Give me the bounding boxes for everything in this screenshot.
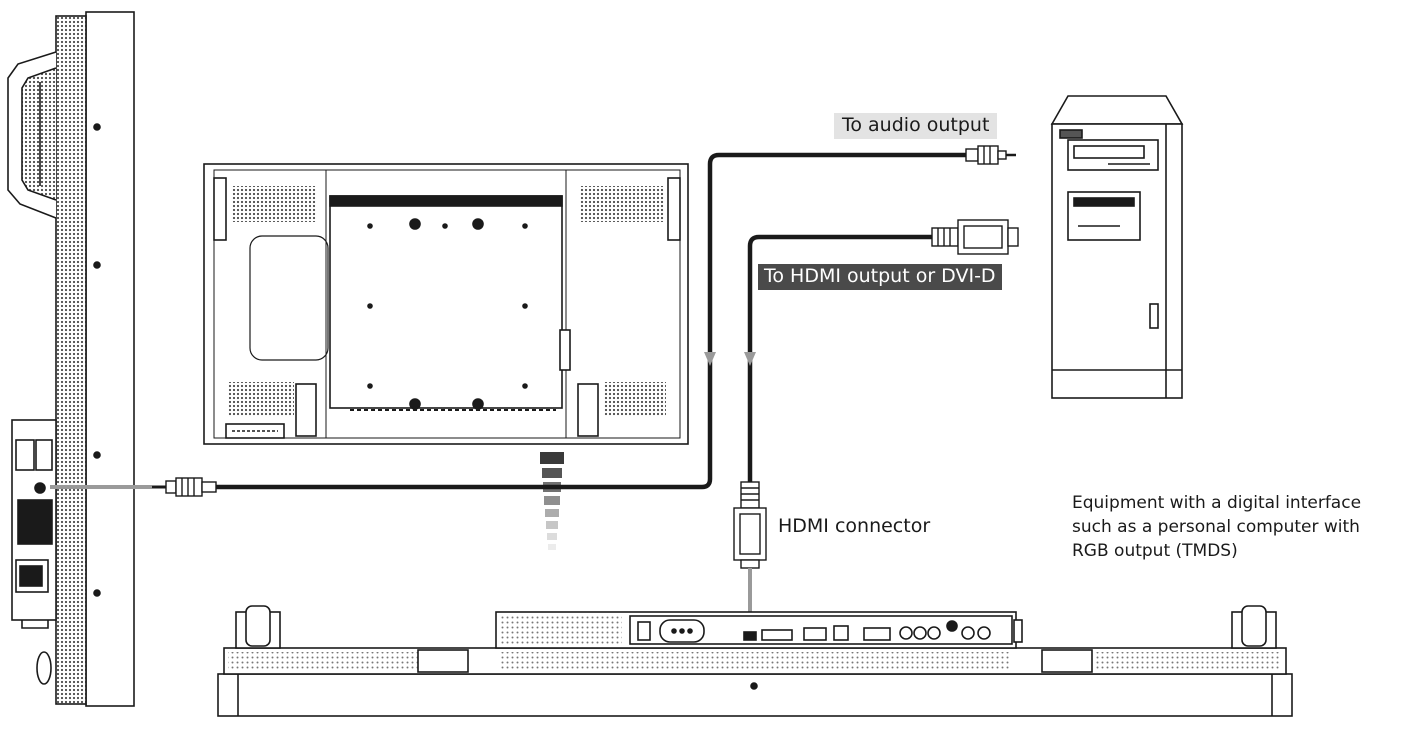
equipment-description-line: Equipment with a digital interface bbox=[1072, 493, 1362, 513]
equipment-description-line: such as a personal computer with bbox=[1072, 516, 1360, 537]
hdmi-connector-label: HDMI connector bbox=[778, 515, 931, 537]
down-arrow-icon bbox=[704, 352, 716, 366]
equipment-description: Equipment with a digital interface such … bbox=[1072, 492, 1361, 563]
desktop-computer-tower-icon bbox=[1050, 95, 1184, 399]
equipment-description-line: RGB output (TMDS) bbox=[1072, 540, 1238, 561]
audio-output-label: To audio output bbox=[834, 113, 998, 139]
display-rear-view-icon bbox=[203, 163, 689, 445]
hdmi-plug-icon bbox=[733, 481, 767, 569]
down-arrow-icon bbox=[744, 352, 756, 366]
display-bottom-view-icon bbox=[217, 605, 1293, 717]
audio-cable bbox=[216, 152, 966, 490]
display-pointer-wedge bbox=[540, 452, 564, 550]
hdmi-cable bbox=[747, 234, 932, 482]
display-side-view-icon bbox=[7, 11, 135, 707]
audio-jack-plug-icon bbox=[965, 145, 1016, 165]
hdmi-plug-icon bbox=[931, 219, 1019, 255]
audio-jack-plug-icon bbox=[152, 477, 217, 497]
hdmi-output-label: To HDMI output or DVI-D bbox=[758, 264, 1002, 290]
